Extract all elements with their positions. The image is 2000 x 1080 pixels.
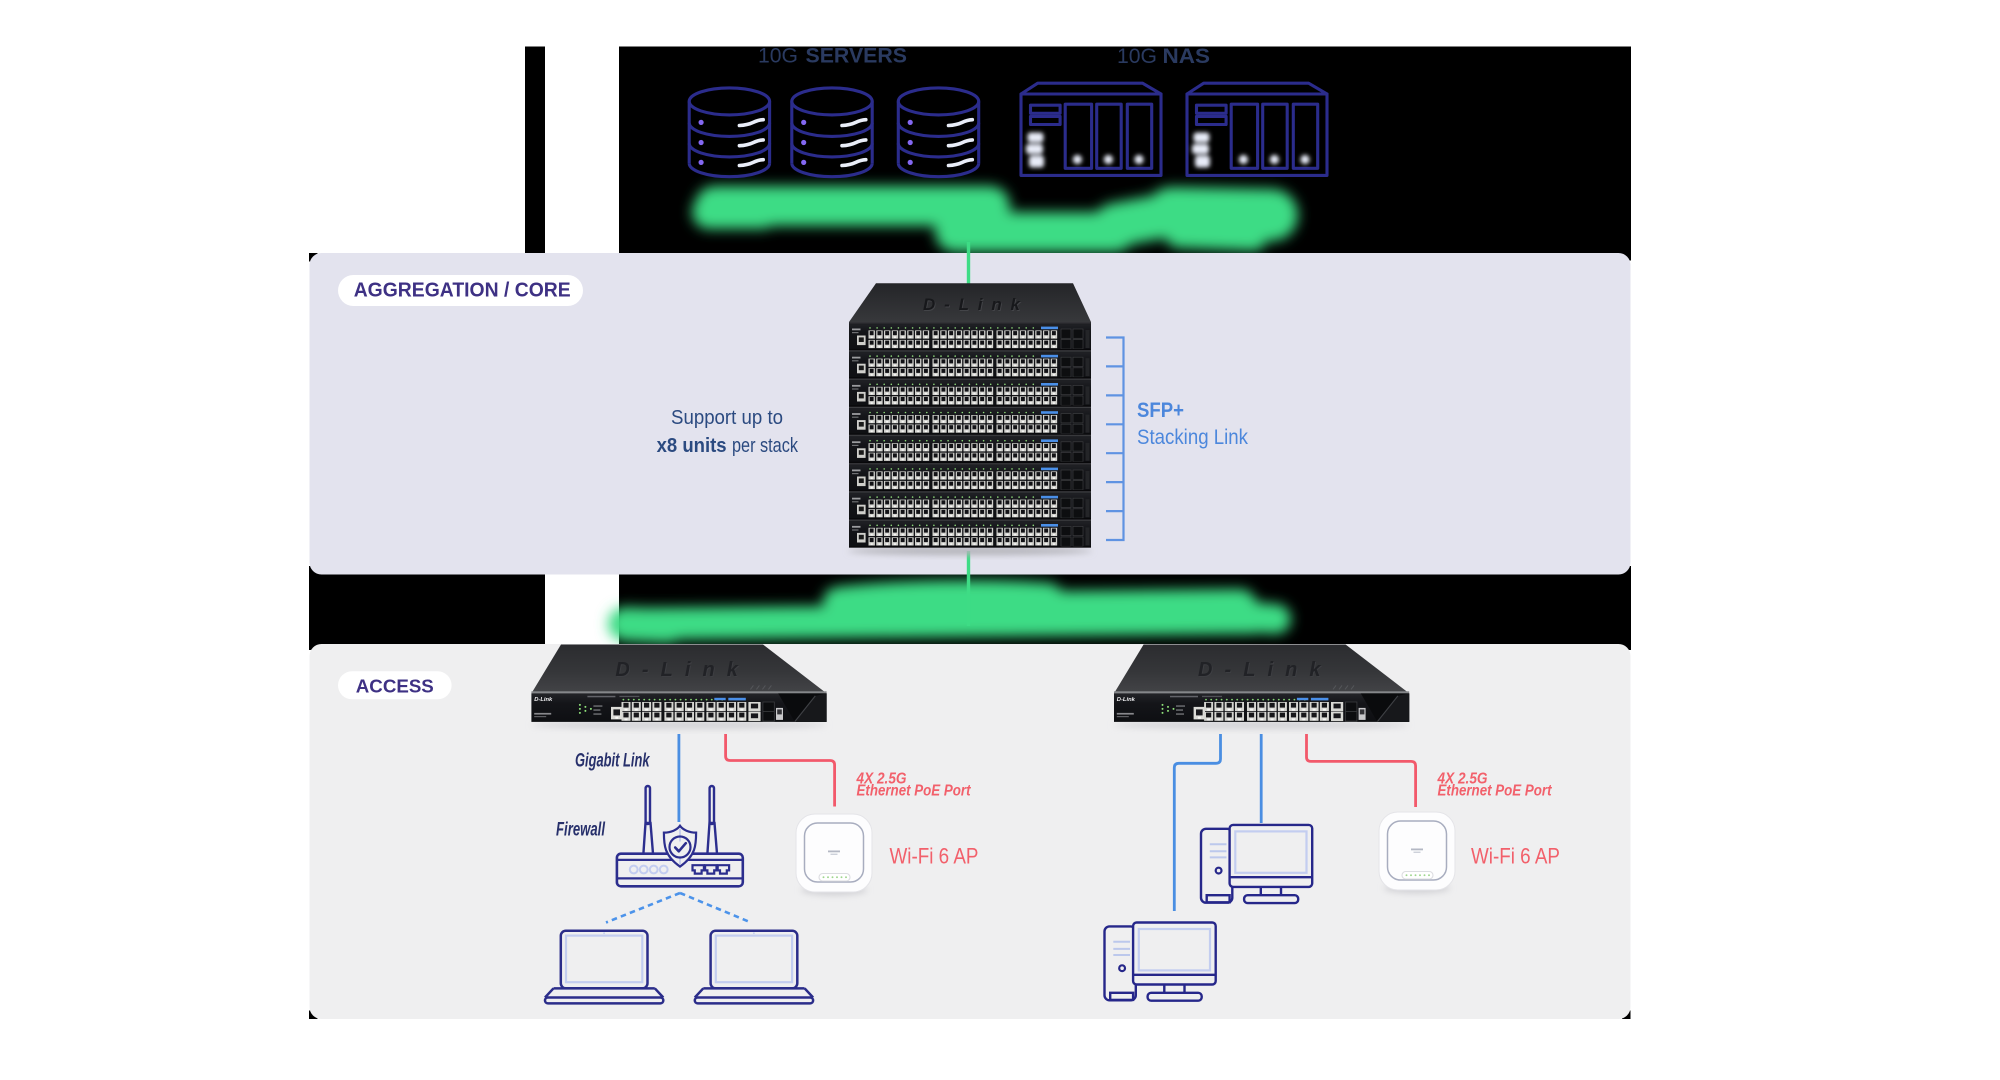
svg-text:4X 2.5G: 4X 2.5G	[1437, 771, 1488, 788]
svg-text:Ethernet PoE Port: Ethernet PoE Port	[1438, 783, 1553, 800]
svg-text:Wi-Fi 6 AP: Wi-Fi 6 AP	[1471, 844, 1560, 869]
svg-text:AGGREGATION / CORE: AGGREGATION / CORE	[354, 280, 571, 302]
svg-text:NAS: NAS	[1163, 45, 1211, 68]
svg-text:D-Link: D-Link	[924, 296, 1024, 315]
svg-text:Gigabit Link: Gigabit Link	[575, 751, 650, 772]
svg-text:10G: 10G	[758, 45, 798, 68]
svg-text:D-Link: D-Link	[923, 295, 1023, 314]
svg-text:Wi-Fi 6 AP: Wi-Fi 6 AP	[890, 844, 979, 869]
svg-text:Stacking Link: Stacking Link	[1137, 426, 1248, 449]
svg-text:per stack: per stack	[732, 435, 799, 457]
svg-text:Support up to: Support up to	[671, 407, 783, 429]
svg-text:10G: 10G	[1117, 45, 1157, 68]
svg-text:Ethernet PoE Port: Ethernet PoE Port	[857, 783, 972, 800]
svg-text:ACCESS: ACCESS	[356, 676, 434, 697]
svg-text:SFP+: SFP+	[1137, 399, 1184, 422]
svg-text:Firewall: Firewall	[556, 820, 605, 841]
svg-text:SERVERS: SERVERS	[806, 45, 908, 68]
svg-text:4X 2.5G: 4X 2.5G	[856, 771, 907, 788]
svg-text:x8 units: x8 units	[657, 435, 727, 457]
